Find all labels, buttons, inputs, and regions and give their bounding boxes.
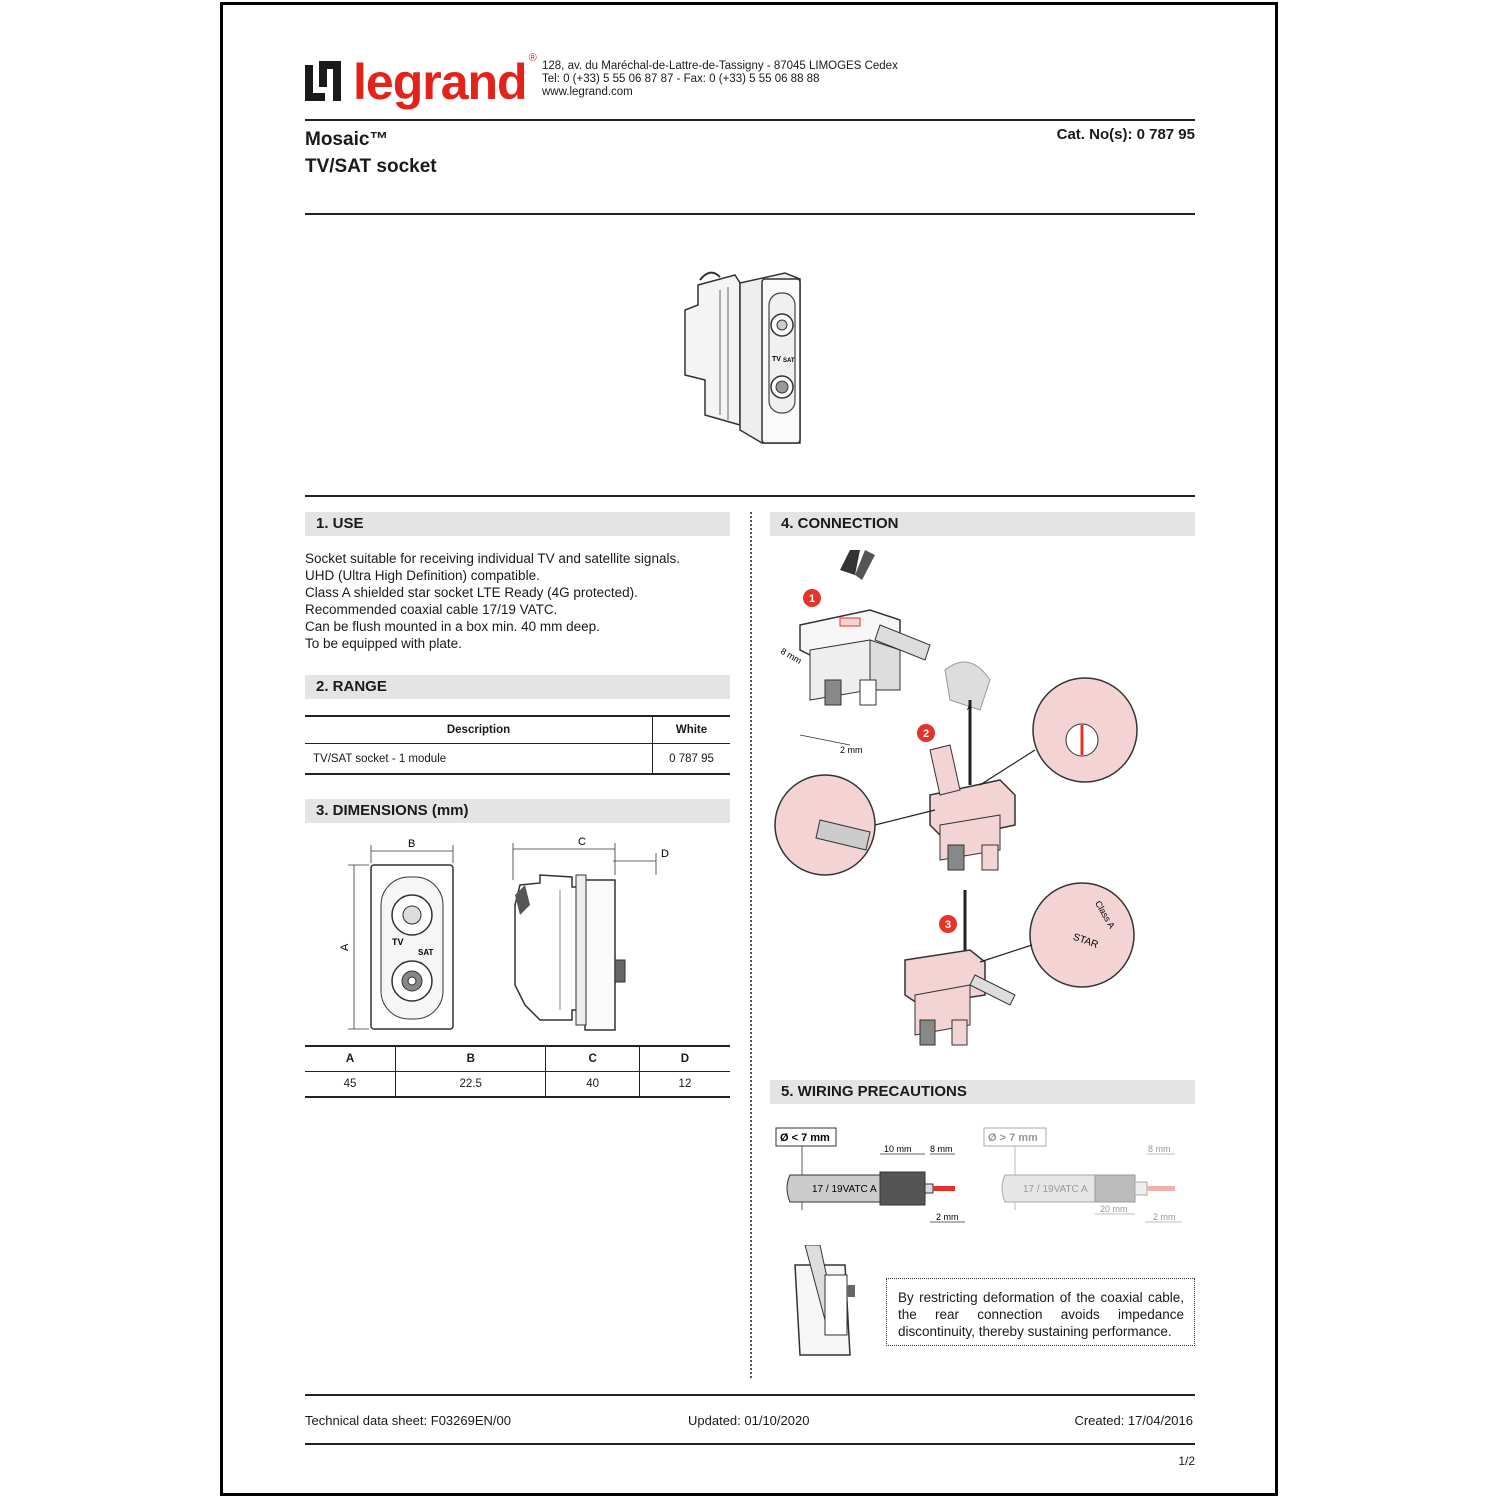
rear-connection-note: By restricting deformation of the coaxia…	[886, 1278, 1195, 1346]
address-line: 128, av. du Maréchal-de-Lattre-de-Tassig…	[542, 60, 898, 72]
website-line: www.legrand.com	[542, 86, 633, 98]
step-3-number: 3	[945, 919, 951, 931]
range-header-row: Description White	[305, 715, 730, 744]
large-cable-label: 17 / 19VATC A	[1023, 1184, 1088, 1195]
title-divider	[305, 213, 1195, 215]
small-diameter-tag: Ø < 7 mm	[780, 1132, 830, 1144]
product-name: TV/SAT socket	[305, 156, 437, 177]
header-divider	[305, 119, 1195, 121]
dimensions-value-d: 12	[638, 1071, 730, 1098]
dimensions-header-a: A	[305, 1045, 396, 1072]
range-table: Description White TV/SAT socket - 1 modu…	[305, 715, 730, 775]
range-header-description: Description	[305, 715, 653, 744]
small-dim-10mm: 10 mm	[884, 1144, 912, 1154]
large-diameter-tag: Ø > 7 mm	[988, 1132, 1038, 1144]
small-dim-8mm: 8 mm	[930, 1144, 953, 1154]
large-dim-2mm: 2 mm	[1153, 1212, 1176, 1222]
brand-name: legrand	[353, 54, 528, 110]
drawing-tv-label: TV	[392, 937, 404, 947]
section-range-heading: 2. RANGE	[305, 675, 730, 699]
large-dim-8mm: 8 mm	[1148, 1144, 1171, 1154]
range-cell-description: TV/SAT socket - 1 module	[305, 743, 653, 775]
use-line: Can be flush mounted in a box min. 40 mm…	[305, 619, 600, 634]
phone-line: Tel: 0 (+33) 5 55 06 87 87 - Fax: 0 (+33…	[542, 73, 820, 85]
use-line: Class A shielded star socket LTE Ready (…	[305, 585, 638, 600]
connection-illustration: 8 mm 1 2 mm A 2 STAR Class A 3	[774, 550, 1138, 1046]
dimensions-table: A B C D 45 22.5 40 12	[305, 1045, 730, 1098]
dimensions-value-a: 45	[305, 1071, 396, 1098]
dimension-a-label: A	[339, 943, 351, 951]
image-sat-label: SAT	[783, 358, 795, 364]
image-tv-label: TV	[772, 356, 781, 363]
dimensions-value-b: 22.5	[395, 1071, 546, 1098]
step-1-badge	[803, 589, 821, 607]
small-dim-2mm: 2 mm	[936, 1212, 959, 1222]
section-dimensions-heading: 3. DIMENSIONS (mm)	[305, 799, 730, 823]
footer-bottom-divider	[305, 1443, 1195, 1445]
dimensions-header-row: A B C D	[305, 1045, 730, 1072]
section-use-heading: 1. USE	[305, 512, 730, 536]
rear-connection-illustration	[794, 1245, 855, 1356]
created-date: Created: 17/04/2016	[1074, 1413, 1193, 1428]
section-connection-heading: 4. CONNECTION	[770, 512, 1195, 536]
section-wiring-heading: 5. WIRING PRECAUTIONS	[770, 1080, 1195, 1104]
step-2-badge	[917, 724, 935, 742]
catalog-number: Cat. No(s): 0 787 95	[1056, 126, 1195, 143]
use-line: Recommended coaxial cable 17/19 VATC.	[305, 602, 558, 617]
braid-length-label: 2 mm	[840, 745, 863, 755]
step-2-number: 2	[923, 728, 929, 740]
cable-stripping-diagram: Ø < 7 mm 17 / 19VATC A 10 mm 8 mm 2 mm Ø…	[775, 1127, 1182, 1223]
column-separator	[750, 512, 752, 1378]
table-row: TV/SAT socket - 1 module 0 787 95	[305, 743, 730, 775]
drawing-sat-label: SAT	[418, 948, 434, 957]
dimensions-header-c: C	[545, 1045, 640, 1072]
content-divider	[305, 495, 1195, 497]
large-dim-20mm: 20 mm	[1100, 1204, 1128, 1214]
step-1-number: 1	[809, 593, 815, 605]
table-row: 45 22.5 40 12	[305, 1071, 730, 1098]
company-address: 128, av. du Maréchal-de-Lattre-de-Tassig…	[542, 60, 898, 99]
page-number: 1/2	[1178, 1454, 1195, 1468]
product-image: TV SAT	[684, 271, 801, 444]
dimension-c-label: C	[578, 836, 586, 848]
footer-top-divider	[305, 1394, 1195, 1396]
use-description: Socket suitable for receiving individual…	[305, 550, 680, 652]
registered-mark: ®	[528, 52, 537, 64]
tool-label: A	[967, 705, 972, 712]
datasheet-reference: Technical data sheet: F03269EN/00	[305, 1413, 511, 1428]
dimensions-value-c: 40	[545, 1071, 640, 1098]
dimensions-header-d: D	[638, 1045, 730, 1072]
dimension-d-label: D	[661, 848, 669, 860]
dimensions-header-b: B	[395, 1045, 546, 1072]
dimensions-drawing: TV SAT B A C D	[339, 836, 669, 1031]
small-cable-label: 17 / 19VATC A	[812, 1184, 877, 1195]
use-line: UHD (Ultra High Definition) compatible.	[305, 568, 540, 583]
range-cell-white: 0 787 95	[652, 743, 730, 775]
legrand-mark-icon	[305, 61, 341, 101]
product-title: Mosaic™ TV/SAT socket	[305, 126, 437, 180]
step-3-badge	[939, 915, 957, 933]
page-border	[220, 2, 1278, 1496]
legrand-logo: legrand ®	[305, 52, 537, 112]
dimension-b-label: B	[408, 838, 415, 850]
product-family: Mosaic™	[305, 129, 389, 150]
use-line: Socket suitable for receiving individual…	[305, 551, 680, 566]
use-line: To be equipped with plate.	[305, 636, 462, 651]
range-header-white: White	[652, 715, 730, 744]
updated-date: Updated: 01/10/2020	[688, 1413, 810, 1428]
